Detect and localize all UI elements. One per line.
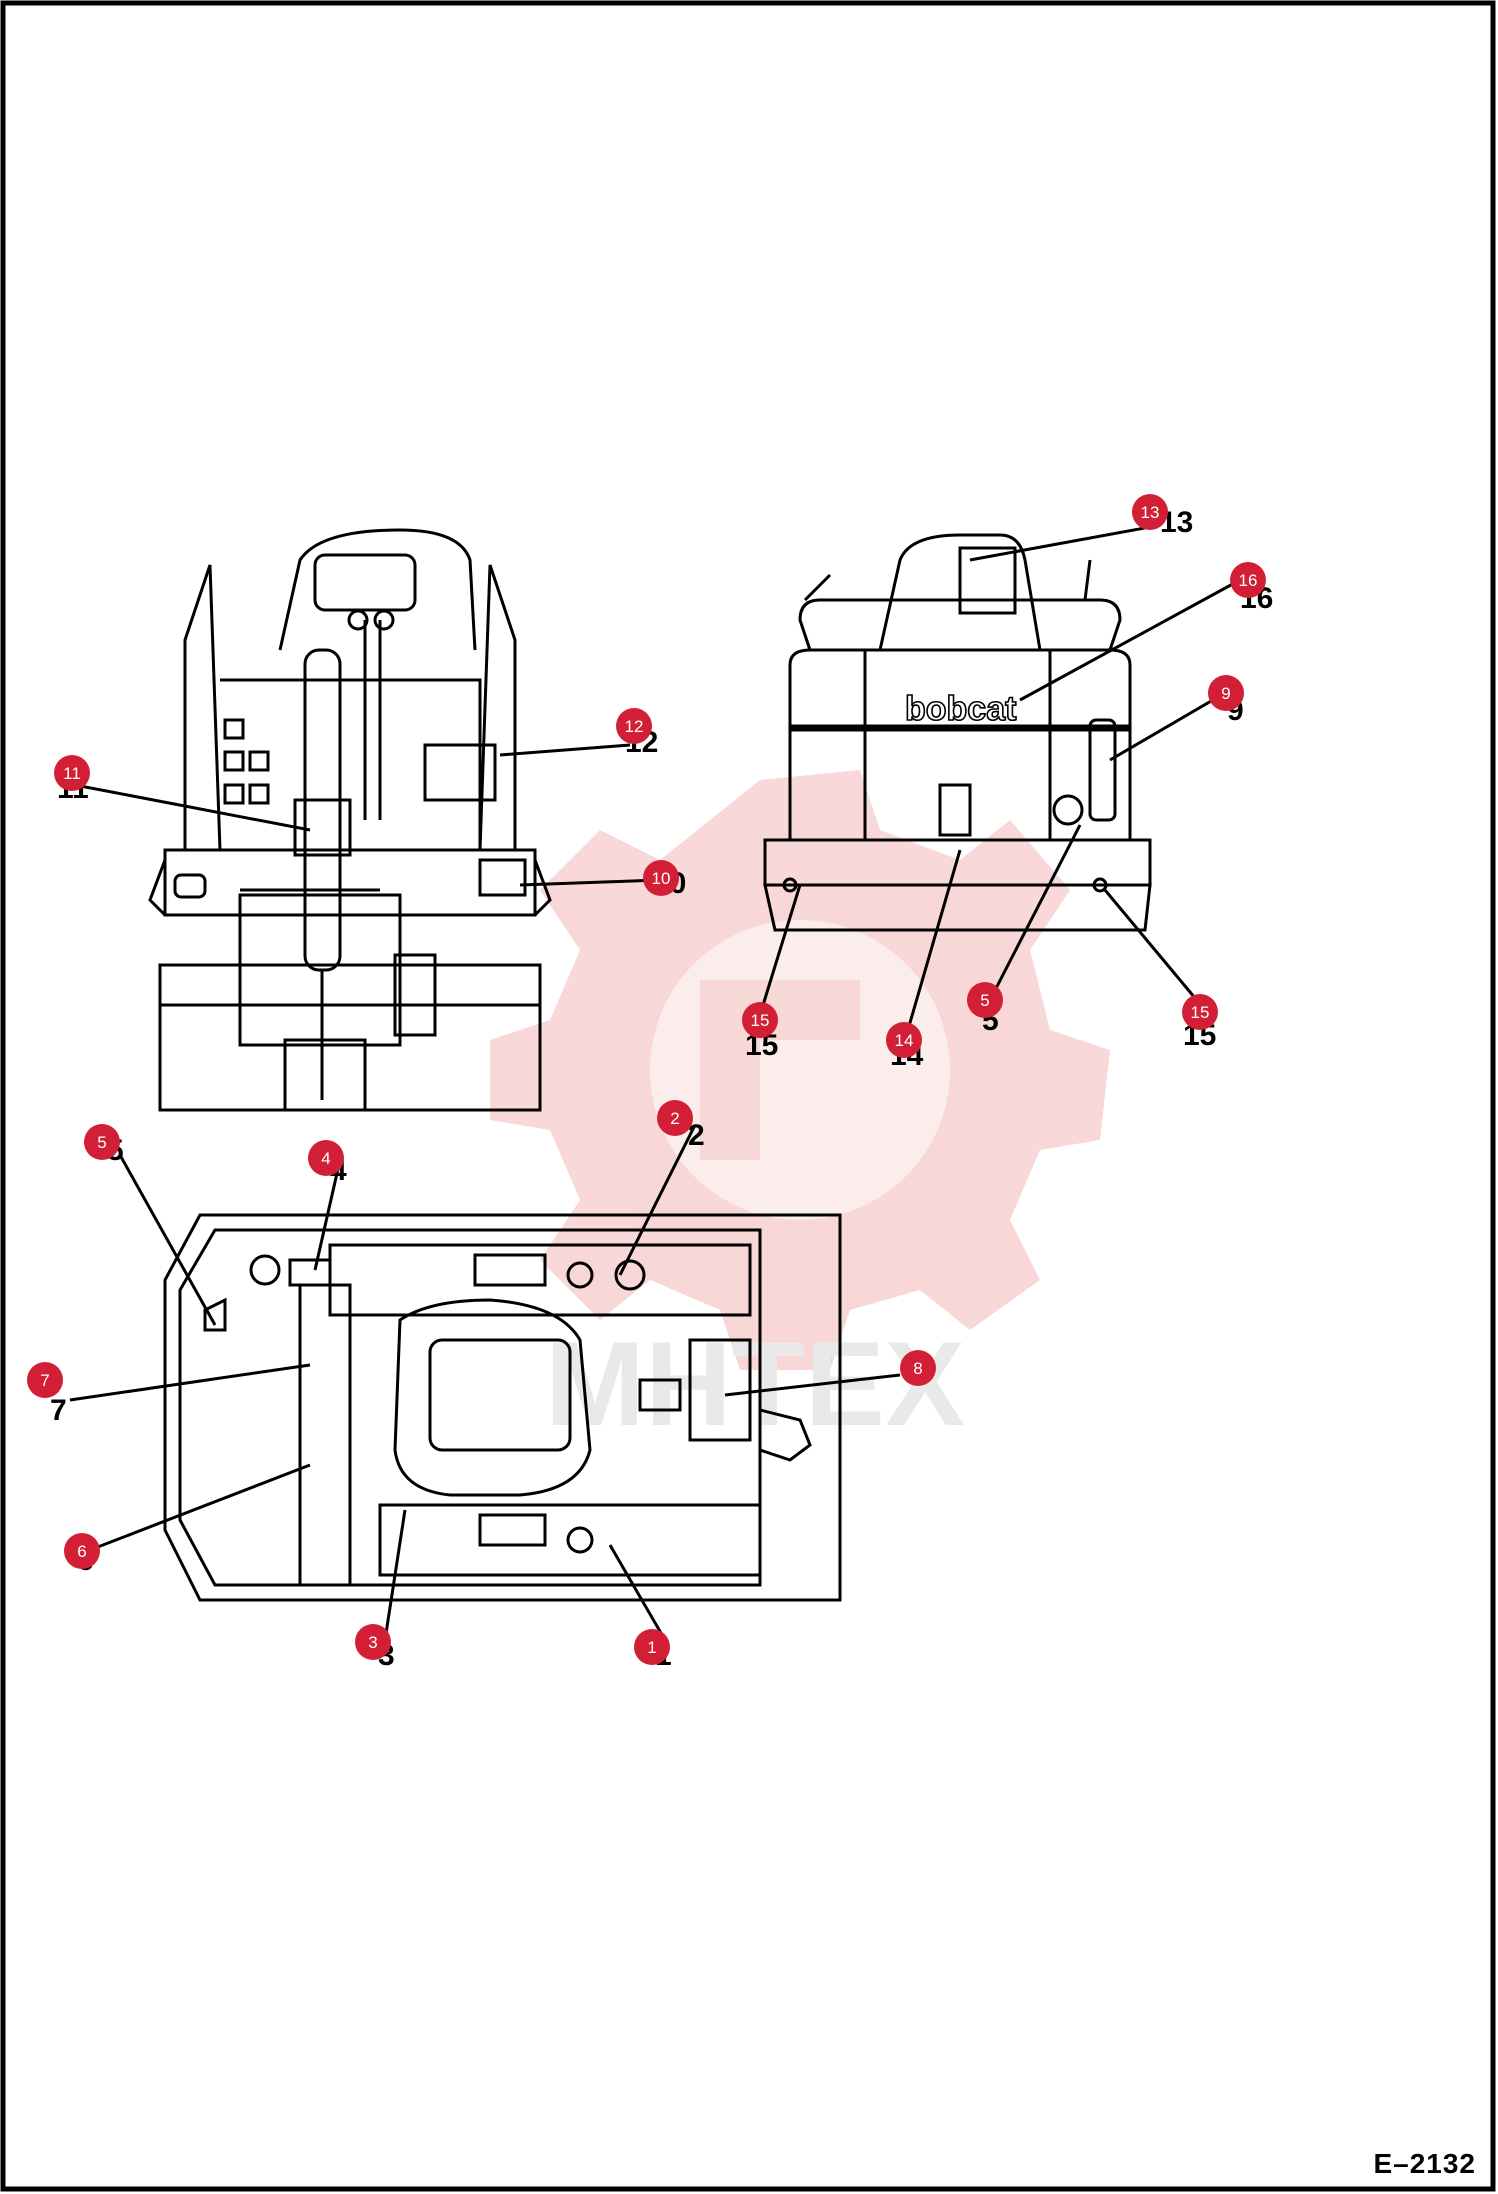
- callout-3[interactable]: 3: [355, 1624, 391, 1660]
- callout-10[interactable]: 10: [643, 860, 679, 896]
- svg-text:15: 15: [1191, 1003, 1210, 1022]
- svg-text:15: 15: [751, 1011, 770, 1030]
- watermark-logo: MHTEX: [490, 770, 1110, 1451]
- callout-1[interactable]: 1: [634, 1629, 670, 1665]
- callout-6[interactable]: 6: [64, 1533, 100, 1569]
- svg-text:11: 11: [63, 764, 81, 783]
- svg-text:6: 6: [77, 1542, 86, 1561]
- callout-2[interactable]: 2: [657, 1100, 693, 1136]
- callout-14[interactable]: 14: [886, 1022, 922, 1058]
- callout-15-right[interactable]: 15: [1182, 994, 1218, 1030]
- svg-text:1: 1: [647, 1638, 656, 1657]
- svg-text:3: 3: [368, 1633, 377, 1652]
- callout-5-rear[interactable]: 5: [967, 982, 1003, 1018]
- document-id: E–2132: [1373, 2148, 1476, 2179]
- svg-text:4: 4: [321, 1149, 330, 1168]
- callout-15-left[interactable]: 15: [742, 1002, 778, 1038]
- callout-9[interactable]: 9: [1208, 675, 1244, 711]
- svg-text:16: 16: [1239, 571, 1258, 590]
- callout-badges[interactable]: 13 16 9 12 11 10 15 14 5 15 2 5 4 7 8 6 …: [27, 494, 1266, 1665]
- callout-7[interactable]: 7: [27, 1362, 63, 1398]
- callout-8[interactable]: 8: [900, 1350, 936, 1386]
- svg-text:13: 13: [1141, 503, 1160, 522]
- svg-text:7: 7: [40, 1371, 49, 1390]
- callout-4[interactable]: 4: [308, 1140, 344, 1176]
- rear-view-drawing: [763, 533, 1152, 932]
- svg-text:2: 2: [670, 1109, 679, 1128]
- svg-text:5: 5: [97, 1133, 106, 1152]
- callout-12[interactable]: 12: [616, 708, 652, 744]
- svg-text:10: 10: [652, 869, 671, 888]
- front-view-drawing: [148, 528, 552, 1112]
- watermark-text: MHTEX: [545, 1317, 965, 1451]
- callout-5-top[interactable]: 5: [84, 1124, 120, 1160]
- callout-11[interactable]: 11: [54, 755, 90, 791]
- printed-number-7: 7: [50, 1394, 67, 1427]
- svg-text:5: 5: [980, 991, 989, 1010]
- printed-number-2: 2: [688, 1119, 705, 1152]
- brand-logo-text: bobcat: [905, 690, 1016, 728]
- svg-text:8: 8: [913, 1359, 922, 1378]
- callout-16[interactable]: 16: [1230, 562, 1266, 598]
- leader-lines: [69, 525, 1241, 1641]
- top-view-drawing: [163, 1213, 842, 1602]
- callout-13[interactable]: 13: [1132, 494, 1168, 530]
- svg-text:9: 9: [1221, 684, 1230, 703]
- svg-text:12: 12: [625, 717, 644, 736]
- svg-text:14: 14: [895, 1031, 914, 1050]
